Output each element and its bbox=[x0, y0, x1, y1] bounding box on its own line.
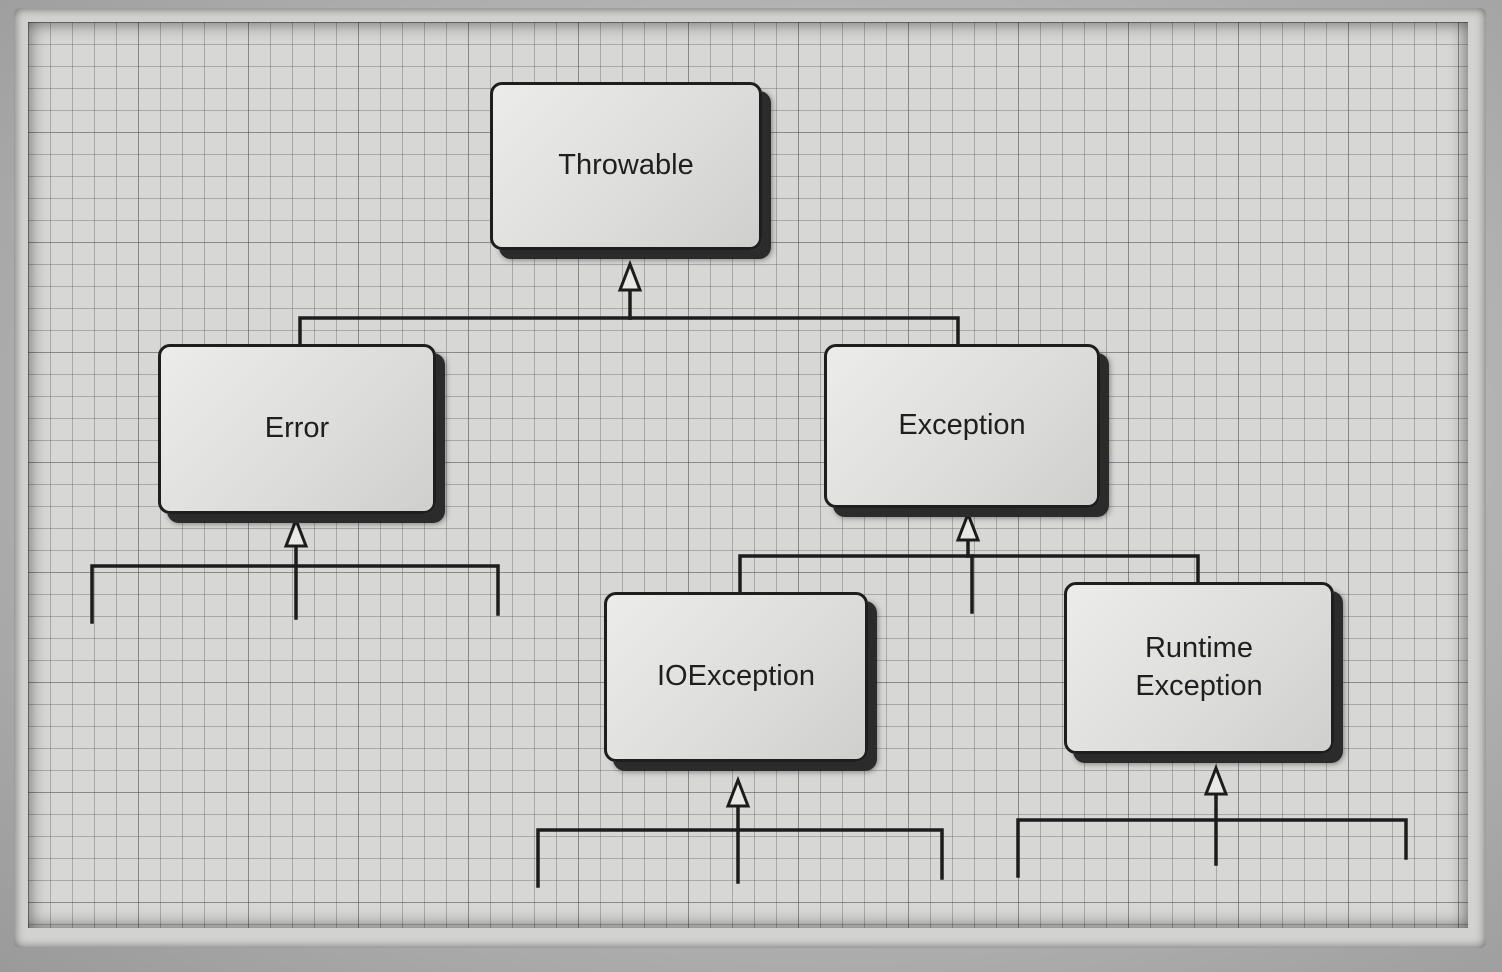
inheritance-arrow-runtime-exception bbox=[1203, 763, 1229, 796]
node-throwable: Throwable bbox=[490, 82, 762, 250]
edge-runtime-to-exception bbox=[966, 554, 1200, 584]
node-runtime-exception-label: Runtime Exception bbox=[1135, 632, 1263, 702]
node-error: Error bbox=[158, 344, 436, 514]
inheritance-arrow-ioexception bbox=[725, 775, 751, 808]
node-exception: Exception bbox=[824, 344, 1100, 508]
node-runtime-exception: Runtime Exception bbox=[1064, 582, 1334, 754]
edge-ioexception-subclasses bbox=[536, 828, 944, 888]
node-ioexception: IOException bbox=[604, 592, 868, 762]
node-error-label: Error bbox=[264, 412, 330, 445]
node-throwable-label: Throwable bbox=[558, 149, 694, 182]
edge-exception-to-throwable bbox=[628, 316, 960, 346]
node-ioexception-label: IOException bbox=[657, 660, 815, 693]
inheritance-arrow-exception bbox=[955, 509, 981, 542]
edge-ioexception-to-exception bbox=[738, 554, 970, 594]
edge-error-to-throwable bbox=[298, 316, 632, 346]
edge-runtime-subclasses bbox=[1016, 818, 1408, 878]
inheritance-arrow-error bbox=[283, 515, 309, 548]
inheritance-arrow-throwable bbox=[617, 259, 643, 292]
node-exception-label: Exception bbox=[898, 409, 1026, 442]
